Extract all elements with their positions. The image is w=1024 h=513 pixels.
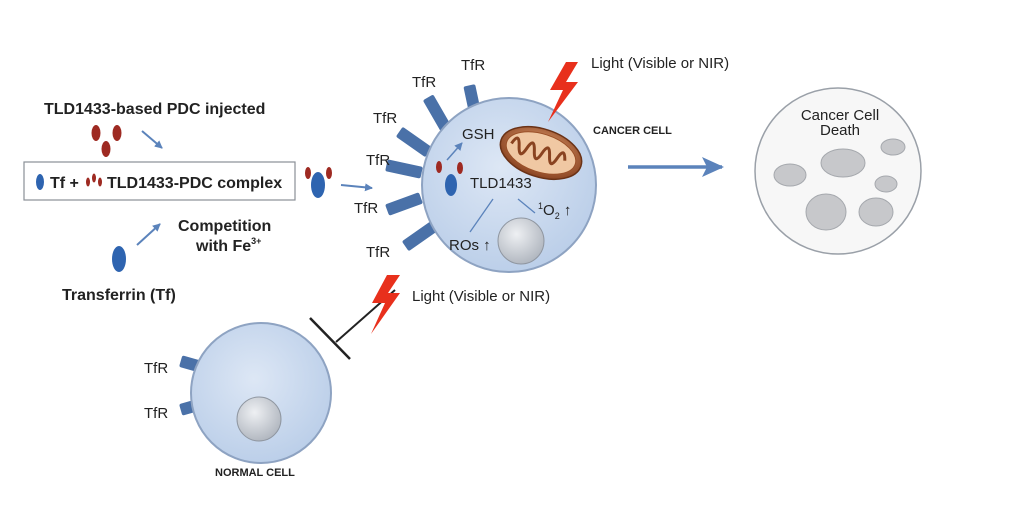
light-top-label: Light (Visible or NIR): [591, 55, 729, 72]
pdc-molecule-icon: [91, 125, 101, 141]
singlet-line: [517, 198, 536, 214]
fragment-icon: [773, 163, 807, 187]
pdc-molecule-group-icon: [91, 125, 122, 157]
pdc-injected-label: TLD1433-based PDC injected: [44, 101, 265, 118]
pdc-molecule-icon: [101, 141, 111, 157]
complex-pdc-label: TLD1433-PDC complex: [107, 175, 282, 192]
lightning-bottom-icon: [371, 275, 400, 334]
light-bottom-label: Light (Visible or NIR): [412, 288, 550, 305]
fragment-icon: [874, 175, 898, 193]
tfr-label: TfR: [373, 110, 397, 127]
fragment-icon: [858, 197, 894, 227]
tfr-receptor-icon: [385, 159, 423, 179]
pdc-to-complex-arrow: [141, 130, 163, 149]
fragment-icon: [820, 148, 866, 178]
transferrin-label: Transferrin (Tf): [62, 287, 176, 304]
fragment-icon: [880, 138, 906, 156]
gsh-arrow: [446, 142, 463, 161]
normal-cell: [179, 322, 332, 464]
cancer-cell-label: CANCER CELL: [593, 125, 672, 137]
internal-tf-icon: [445, 174, 457, 196]
tfr-receptor-icon: [402, 221, 438, 251]
ros-label: ROs ↑: [449, 237, 491, 254]
tf-to-complex-arrow: [136, 223, 161, 246]
tfr-receptor-icon: [385, 192, 423, 216]
complex-tf-label: Tf +: [50, 175, 79, 192]
internal-pdc-icon: [457, 162, 463, 174]
competition-label-1: Competition: [178, 218, 271, 235]
fe-superscript: 3+: [251, 236, 261, 246]
normal-cell-label: NORMAL CELL: [215, 467, 295, 479]
dead-cell: Cancer Cell Death: [754, 87, 922, 255]
mitochondrion-icon: [499, 125, 583, 181]
lightning-top-icon: [548, 62, 578, 122]
tfr-label: TfR: [461, 57, 485, 74]
complex-box: [23, 161, 296, 201]
transferrin-icon: [112, 246, 126, 272]
tfr-label: TfR: [366, 244, 390, 261]
internal-pdc-icon: [436, 161, 442, 173]
death-label-2: Death: [820, 122, 860, 139]
tfr-receptor-icon: [396, 127, 432, 157]
tfr-label: TfR: [144, 360, 168, 377]
pdc-small-icon: [86, 173, 102, 187]
cancer-nucleus-icon: [497, 217, 545, 265]
cancer-cell: GSH TLD1433 ROs ↑ 1O2 ↑: [385, 84, 597, 273]
tfr-label: TfR: [412, 74, 436, 91]
fragment-icon: [805, 193, 847, 231]
tfr-label: TfR: [366, 152, 390, 169]
normal-cell-body: [190, 322, 332, 464]
tf-icon: [36, 174, 44, 190]
inhibition-bar: [309, 317, 351, 360]
gsh-label: GSH: [462, 126, 495, 143]
complex-to-cell-arrow: [340, 183, 373, 192]
singlet-oxygen-label: 1O2 ↑: [538, 201, 571, 221]
ros-line: [469, 198, 494, 233]
death-label-1: Cancer Cell: [801, 107, 879, 124]
complex-molecule-icon: [305, 167, 332, 198]
tld1433-label: TLD1433: [470, 175, 532, 192]
tfr-receptor-icon: [423, 95, 451, 131]
tfr-label: TfR: [354, 200, 378, 217]
normal-nucleus-icon: [236, 396, 282, 442]
tfr-label: TfR: [144, 405, 168, 422]
pdc-molecule-icon: [112, 125, 122, 141]
competition-label-2: with Fe3+: [195, 236, 261, 255]
